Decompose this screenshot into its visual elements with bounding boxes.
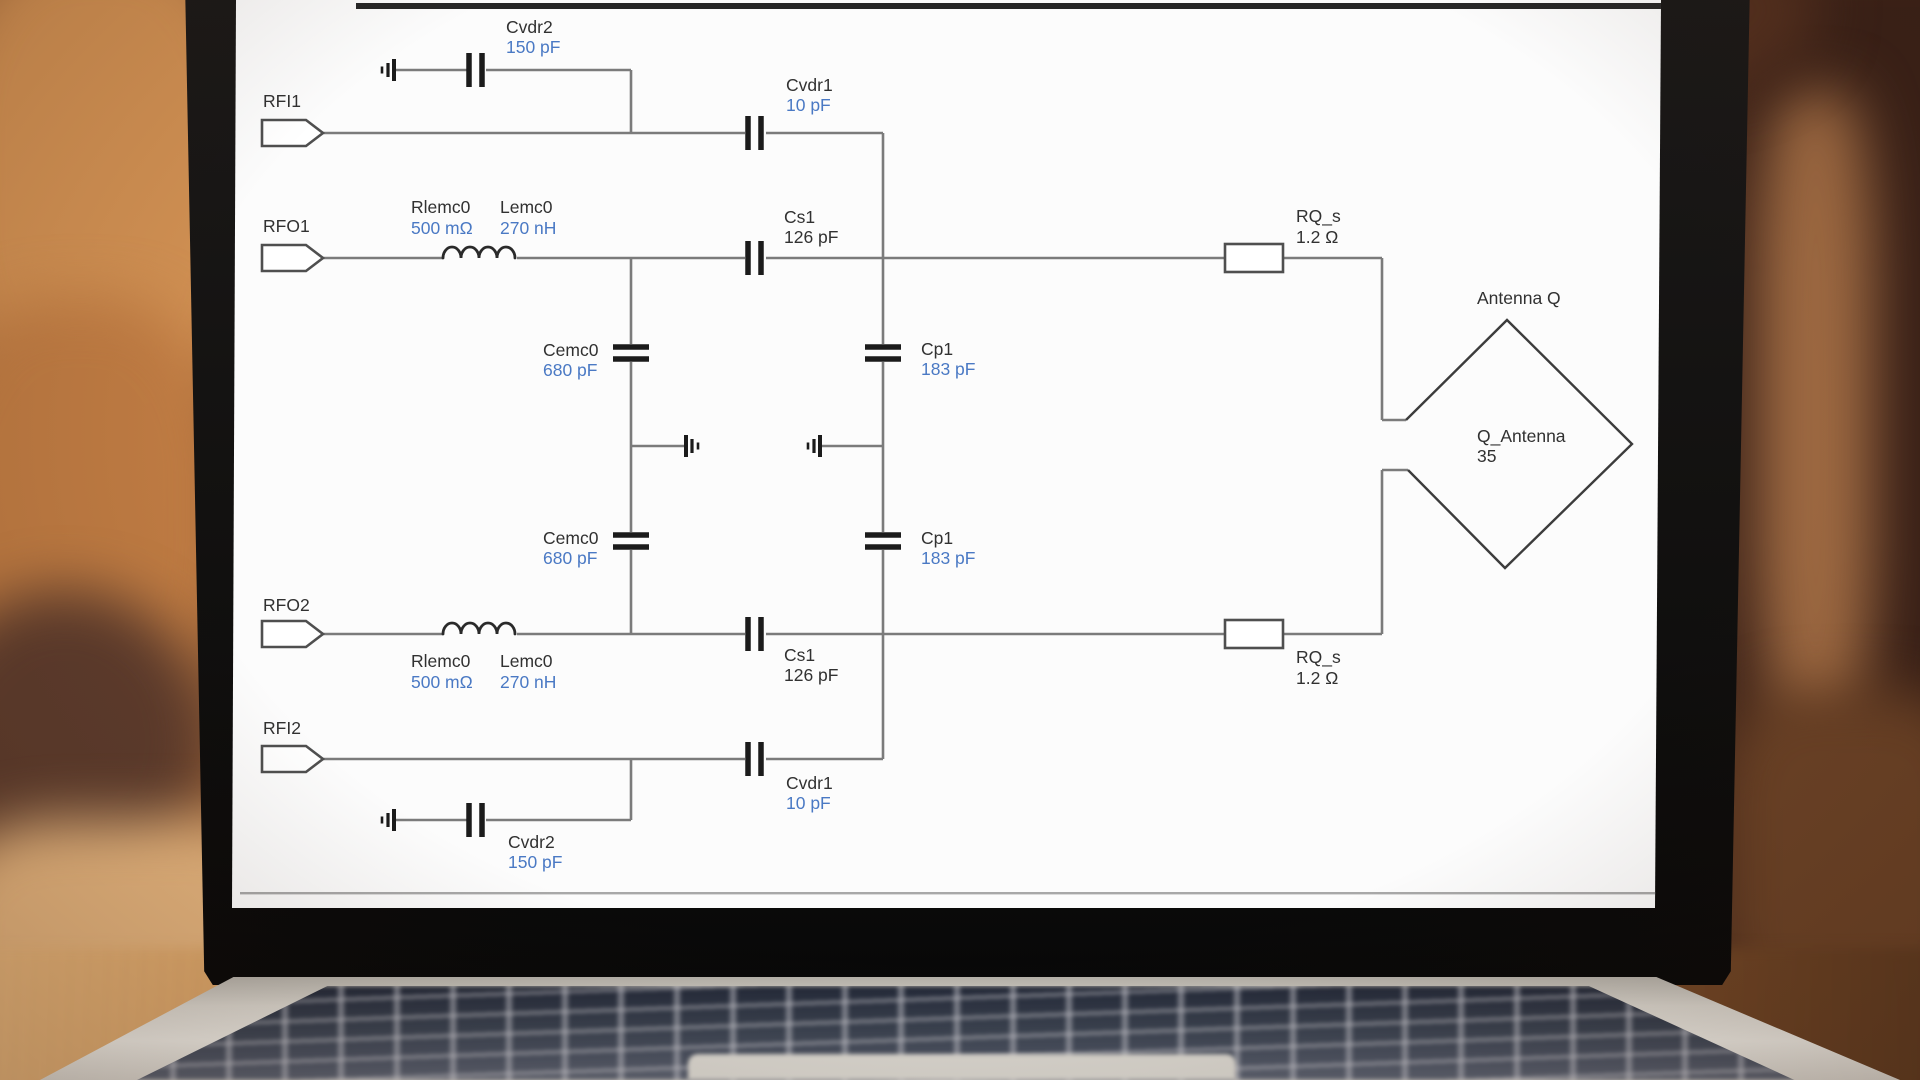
component-value-rqs-bottom: 1.2 Ω bbox=[1296, 668, 1338, 688]
capacitor-cemc0-bottom bbox=[613, 535, 649, 547]
component-value-cs1-top: 126 pF bbox=[784, 227, 838, 247]
component-value-cemc0-top[interactable]: 680 pF bbox=[543, 360, 597, 380]
antenna-value: 35 bbox=[1477, 446, 1496, 466]
component-value-lemc0-bottom[interactable]: 270 nH bbox=[500, 672, 556, 692]
inductor-lemc0-bottom bbox=[441, 621, 517, 636]
component-name-lemc0-bottom: Lemc0 bbox=[500, 651, 553, 671]
component-value-cvdr1-top[interactable]: 10 pF bbox=[786, 95, 831, 115]
component-value-cvdr2-top[interactable]: 150 pF bbox=[506, 37, 560, 57]
port-label-rfo1: RFO1 bbox=[263, 216, 310, 236]
component-name-cvdr1-bottom: Cvdr1 bbox=[786, 773, 833, 793]
ground-right-stub bbox=[806, 433, 822, 459]
component-name-cemc0-top: Cemc0 bbox=[543, 340, 599, 360]
ground-cvdr2-bottom bbox=[380, 807, 396, 833]
component-name-rlemc0-bottom: Rlemc0 bbox=[411, 651, 471, 671]
port-rfi1 bbox=[260, 118, 325, 148]
schematic-frame-top bbox=[356, 3, 1661, 9]
component-name-cvdr2-top: Cvdr2 bbox=[506, 17, 553, 37]
capacitor-cp1-top bbox=[865, 347, 901, 359]
port-rfo2 bbox=[260, 619, 325, 649]
circuit-schematic: RFI1 RFO1 RFO2 RFI2 Cvdr2 150 pF Cvdr1 1… bbox=[240, 3, 1661, 895]
component-name-cemc0-bottom: Cemc0 bbox=[543, 528, 599, 548]
component-value-cs1-bottom: 126 pF bbox=[784, 665, 838, 685]
ground-left-stub bbox=[684, 433, 700, 459]
capacitor-cvdr1-bottom bbox=[748, 742, 761, 776]
capacitor-cvdr2-bottom bbox=[469, 803, 482, 837]
component-name-cvdr2-bottom: Cvdr2 bbox=[508, 832, 555, 852]
port-label-rfi2: RFI2 bbox=[263, 718, 301, 738]
component-name-cs1-bottom: Cs1 bbox=[784, 645, 815, 665]
capacitor-cs1-top bbox=[748, 241, 761, 275]
schematic-frame-bottom bbox=[240, 892, 1656, 895]
component-value-lemc0-top[interactable]: 270 nH bbox=[500, 218, 556, 238]
resistor-rqs-bottom bbox=[1223, 618, 1285, 650]
capacitor-cvdr1-top bbox=[748, 116, 761, 150]
port-label-rfi1: RFI1 bbox=[263, 91, 301, 111]
wires bbox=[322, 68, 1408, 822]
bokeh-blob bbox=[1758, 90, 1874, 730]
component-name-cs1-top: Cs1 bbox=[784, 207, 815, 227]
port-rfi2 bbox=[260, 744, 325, 774]
ground-cvdr2-top bbox=[380, 57, 396, 83]
component-value-cp1-top[interactable]: 183 pF bbox=[921, 359, 975, 379]
component-name-cp1-bottom: Cp1 bbox=[921, 528, 953, 548]
component-value-rlemc0-bottom[interactable]: 500 mΩ bbox=[411, 672, 473, 692]
component-value-cvdr1-bottom[interactable]: 10 pF bbox=[786, 793, 831, 813]
antenna-title: Antenna Q bbox=[1477, 288, 1561, 308]
component-value-rqs-top: 1.2 Ω bbox=[1296, 227, 1338, 247]
port-rfo1 bbox=[260, 243, 325, 273]
component-value-cvdr2-bottom[interactable]: 150 pF bbox=[508, 852, 562, 872]
resistor-rqs-top bbox=[1223, 242, 1285, 274]
component-name-rqs-top: RQ_s bbox=[1296, 206, 1341, 227]
component-name-cp1-top: Cp1 bbox=[921, 339, 953, 359]
component-name-rlemc0-top: Rlemc0 bbox=[411, 197, 471, 217]
antenna-name: Q_Antenna bbox=[1477, 426, 1566, 447]
component-value-rlemc0-top[interactable]: 500 mΩ bbox=[411, 218, 473, 238]
component-value-cp1-bottom[interactable]: 183 pF bbox=[921, 548, 975, 568]
capacitor-cp1-bottom bbox=[865, 535, 901, 547]
inductor-lemc0-top bbox=[441, 245, 517, 260]
component-name-rqs-bottom: RQ_s bbox=[1296, 647, 1341, 668]
laptop-screen: RFI1 RFO1 RFO2 RFI2 Cvdr2 150 pF Cvdr1 1… bbox=[232, 0, 1661, 908]
component-name-lemc0-top: Lemc0 bbox=[500, 197, 553, 217]
laptop-trackpad bbox=[688, 1054, 1236, 1080]
component-name-cvdr1-top: Cvdr1 bbox=[786, 75, 833, 95]
capacitor-cvdr2-top bbox=[469, 53, 482, 87]
antenna-diamond bbox=[1405, 318, 1634, 570]
capacitor-cs1-bottom bbox=[748, 617, 761, 651]
component-value-cemc0-bottom[interactable]: 680 pF bbox=[543, 548, 597, 568]
port-label-rfo2: RFO2 bbox=[263, 595, 310, 615]
capacitor-cemc0-top bbox=[613, 347, 649, 359]
